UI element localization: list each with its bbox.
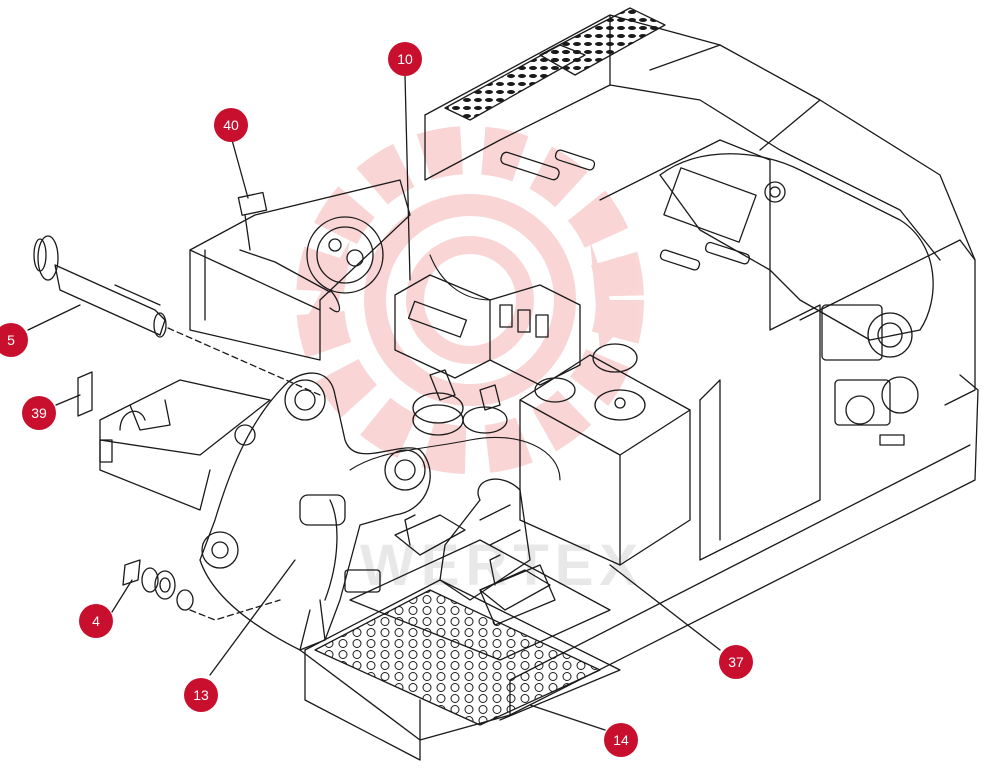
leader-5 xyxy=(27,304,81,331)
swing-motor xyxy=(412,369,508,436)
leader-37 xyxy=(609,564,721,651)
callout-10: 10 xyxy=(388,42,422,76)
left-tank xyxy=(189,179,411,361)
left-console xyxy=(394,514,466,556)
leader-4 xyxy=(111,579,133,613)
leader-10 xyxy=(404,74,411,281)
perforated-floor-plate xyxy=(314,589,601,726)
callout-5: 5 xyxy=(0,323,28,357)
callout-14: 14 xyxy=(604,723,638,757)
control-valve xyxy=(394,274,581,386)
callout-4: 4 xyxy=(79,604,113,638)
right-tank xyxy=(519,354,691,566)
decal-40 xyxy=(237,191,268,216)
pin-bushing-4 xyxy=(122,559,194,611)
hydraulic-pump xyxy=(821,304,919,446)
leader-13 xyxy=(209,559,296,676)
callout-13: 13 xyxy=(184,678,218,712)
operator-seat xyxy=(439,478,531,601)
shim-plate-39 xyxy=(77,371,93,417)
gear-logo-watermark xyxy=(296,126,644,474)
vent-grille-right xyxy=(539,7,666,76)
boom-bracket xyxy=(199,372,431,651)
boom-pin xyxy=(33,235,167,338)
right-console xyxy=(479,569,551,611)
leader-39 xyxy=(55,394,81,406)
callout-39: 39 xyxy=(22,396,56,430)
callout-37: 37 xyxy=(719,645,753,679)
leader-14 xyxy=(529,704,606,731)
watermark-text: WERTEX xyxy=(360,533,644,598)
coolant-tank-opening xyxy=(659,153,934,341)
leader-40 xyxy=(231,139,249,199)
callout-40: 40 xyxy=(214,108,248,142)
